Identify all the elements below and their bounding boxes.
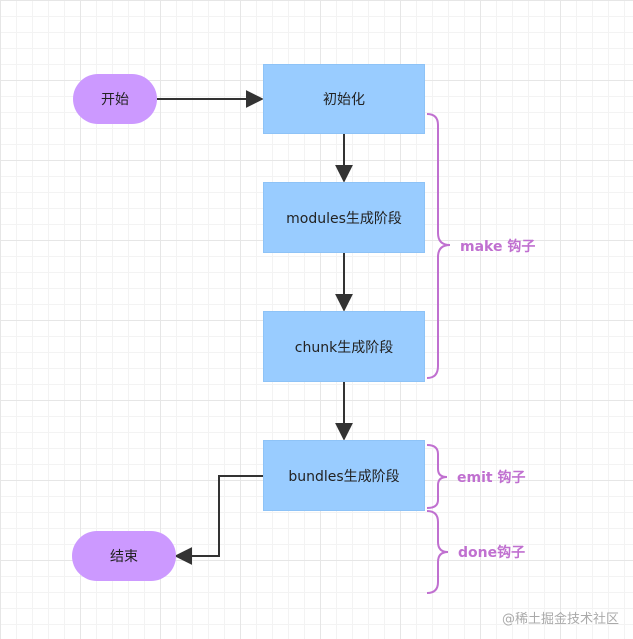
watermark: @稀土掘金技术社区 (501, 612, 619, 627)
arrow-bundles-to-end (174, 475, 263, 565)
brace-emit (426, 444, 448, 509)
emit-hook-label: emit 钩子 (457, 470, 526, 486)
done-hook-label: done钩子 (458, 545, 526, 561)
modules-node: modules生成阶段 (263, 182, 425, 253)
init-node: 初始化 (263, 64, 425, 134)
brace-make (426, 113, 451, 379)
chunk-node: chunk生成阶段 (263, 311, 425, 382)
brace-done (426, 510, 449, 594)
start-node: 开始 (73, 74, 157, 124)
end-node: 结束 (72, 531, 176, 581)
bundles-node: bundles生成阶段 (263, 440, 425, 511)
make-hook-label: make 钩子 (460, 239, 536, 255)
